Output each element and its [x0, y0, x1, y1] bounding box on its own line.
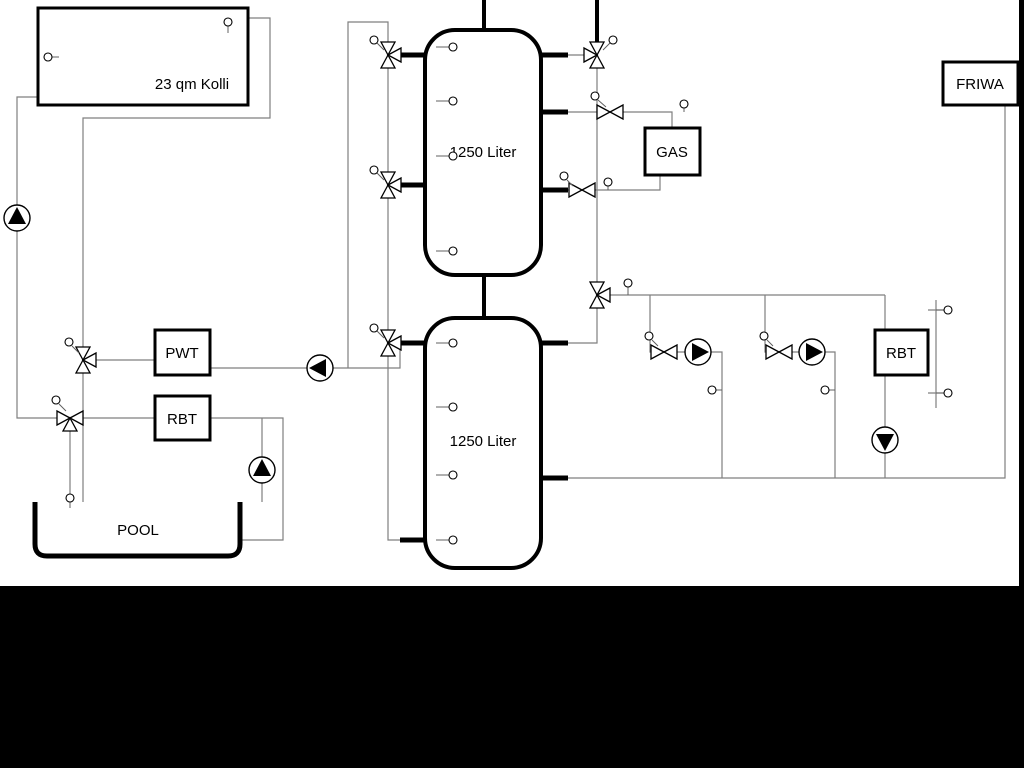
pool-temp-sensor-icon [65, 493, 75, 503]
tank-temp-sensor-icon [448, 246, 458, 256]
temp-sensor-icon [369, 165, 379, 175]
rbt-left-heat-exchanger: RBT [153, 394, 212, 442]
temp-sensor-icon [369, 35, 379, 45]
friwa-label: FRIWA [956, 76, 1004, 93]
temp-sensor-icon [644, 331, 654, 341]
tank-temp-sensor-icon [448, 151, 458, 161]
tank-temp-sensor-icon [448, 402, 458, 412]
pwt-heat-exchanger: PWT [153, 328, 212, 377]
tank-temp-sensor-icon [448, 535, 458, 545]
pool-label: POOL [117, 522, 159, 539]
tank-top-label: 1250 Liter [450, 144, 517, 161]
collector-temp-sensor-icon [223, 17, 233, 27]
temp-sensor-icon [51, 395, 61, 405]
gas-boiler: GAS [643, 126, 702, 177]
bottom-black-mask [0, 586, 1024, 768]
temp-sensor-icon [590, 91, 600, 101]
tank-bottom-label: 1250 Liter [450, 433, 517, 450]
temp-sensor-icon [623, 278, 633, 288]
temp-sensor-icon [707, 385, 717, 395]
temp-sensor-icon [603, 177, 613, 187]
temp-sensor-icon [759, 331, 769, 341]
collector-temp-sensor-icon [43, 52, 53, 62]
tank-temp-sensor-icon [448, 338, 458, 348]
gas-label: GAS [656, 144, 688, 161]
temp-sensor-icon [559, 171, 569, 181]
loading-pump-1-icon [684, 338, 712, 366]
pool-pump-icon [248, 456, 276, 484]
buffer-tank-bottom: 1250 Liter [423, 316, 543, 570]
pwt-charge-pump-icon [306, 354, 334, 382]
rbt-right-heat-exchanger: RBT [873, 328, 930, 377]
pool-basin: POOL [32, 502, 243, 559]
tank-temp-sensor-icon [448, 470, 458, 480]
collector-label: 23 qm Kolli [155, 76, 229, 93]
pwt-label: PWT [165, 345, 198, 362]
tank-temp-sensor-icon [448, 42, 458, 52]
right-black-mask [1019, 0, 1024, 768]
tank-temp-sensor-icon [448, 96, 458, 106]
temp-sensor-icon [943, 388, 953, 398]
buffer-tank-top: 1250 Liter [423, 28, 543, 277]
temp-sensor-icon [943, 305, 953, 315]
collector-pump-icon [3, 204, 31, 232]
temp-sensor-icon [820, 385, 830, 395]
pipes-thick [400, 0, 599, 543]
temp-sensor-icon [679, 99, 689, 109]
rbt-right-pump-icon [871, 426, 899, 454]
temp-sensor-icon [64, 337, 74, 347]
temp-sensor-icon [608, 35, 618, 45]
friwa-station: FRIWA [941, 60, 1020, 107]
rbt-left-label: RBT [167, 411, 197, 428]
solar-collector: 23 qm Kolli [36, 6, 250, 107]
loading-pump-2-icon [798, 338, 826, 366]
rbt-right-label: RBT [886, 345, 916, 362]
temp-sensor-icon [369, 323, 379, 333]
sensor-stems [52, 26, 944, 541]
